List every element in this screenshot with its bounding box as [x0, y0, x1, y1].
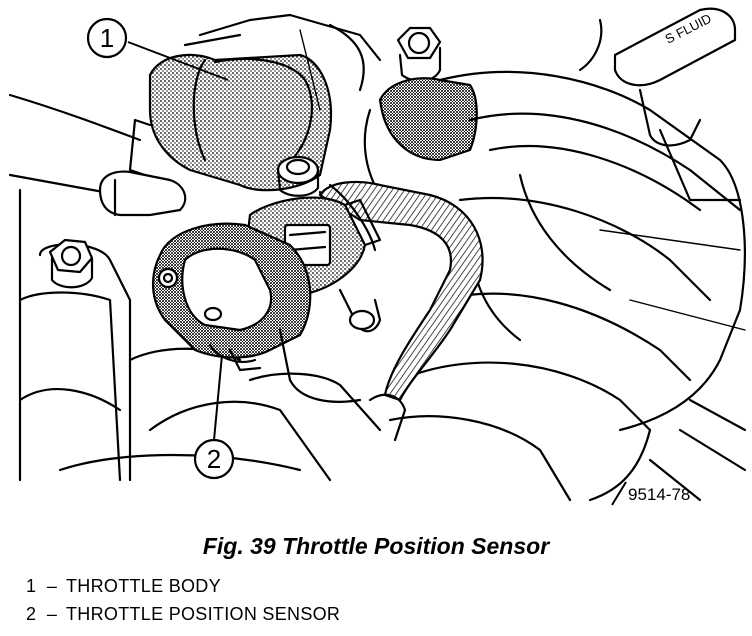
top-bolt-icon [396, 26, 442, 83]
hex-nut-icon [276, 155, 320, 197]
figure-caption: Fig. 39 Throttle Position Sensor [202, 533, 550, 559]
legend-item-dash: – [46, 576, 58, 596]
legend-item-number: 1 [26, 576, 37, 596]
engine-bracket-left [18, 188, 122, 482]
legend-item-throttle-position-sensor: 2–THROTTLE POSITION SENSOR [26, 600, 340, 628]
fluid-reservoir-cap [613, 7, 737, 87]
throttle-body-illustration: 1 2 S FLUID 9514-78 [8, 7, 747, 506]
legend-item-dash: – [46, 604, 58, 624]
hose-clamp [378, 77, 478, 162]
mounting-bolt-icon [48, 238, 94, 289]
callout-2: 2 [193, 354, 235, 480]
air-intake-tube [438, 70, 746, 432]
vacuum-hose [98, 170, 187, 217]
wiring-harness [318, 180, 484, 402]
reference-code: 9514-78 [611, 481, 690, 506]
legend-item-label: THROTTLE POSITION SENSOR [66, 604, 341, 624]
legend-item-number: 2 [26, 604, 37, 624]
engine-outline-left [8, 93, 142, 142]
callout-1-number: 1 [100, 23, 114, 53]
parts-legend: 1–THROTTLE BODY 2–THROTTLE POSITION SENS… [26, 572, 340, 628]
reference-code-text: 9514-78 [628, 485, 690, 504]
callout-1: 1 [86, 17, 229, 81]
legend-item-label: THROTTLE BODY [66, 576, 221, 596]
legend-item-throttle-body: 1–THROTTLE BODY [26, 572, 340, 600]
callout-2-number: 2 [207, 444, 221, 474]
